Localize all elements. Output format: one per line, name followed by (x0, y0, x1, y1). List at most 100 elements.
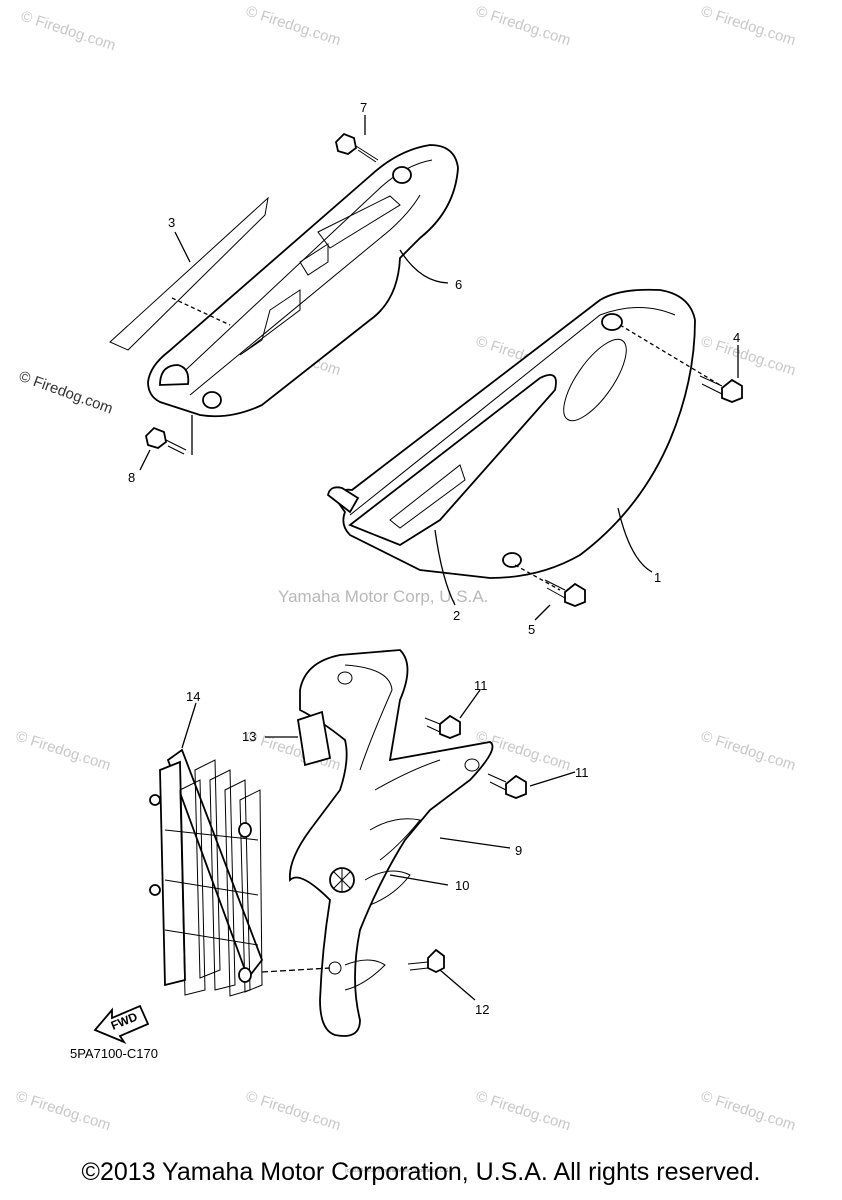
louver-crossbar (164, 829, 259, 946)
bolt-head-shape (439, 714, 461, 739)
louver-mount (149, 884, 161, 896)
side-cover-cutout (239, 289, 301, 356)
leader-line (171, 297, 231, 326)
decal-3-shape (109, 196, 269, 351)
bolt-shaft (407, 961, 429, 971)
guard-hole (464, 758, 480, 772)
radiator-guard-9-shape (288, 649, 494, 1037)
side-cover-1-recess (563, 338, 627, 422)
leader-line (514, 564, 561, 591)
watermark-text: © Firedog.com (474, 3, 573, 50)
bolt-shaft (424, 717, 441, 733)
callout-5: 5 (528, 622, 535, 637)
bolt-5 (544, 579, 586, 607)
leader-line (534, 604, 551, 621)
grommet-shape (502, 552, 522, 568)
leader-line (529, 771, 576, 787)
bolt-12 (407, 948, 445, 974)
leader-line (399, 249, 449, 284)
watermark-text: © Firedog.com (699, 1088, 798, 1135)
leader-line (617, 507, 653, 573)
side-cover-inner-edge (189, 194, 421, 396)
decal-2-logo (389, 464, 466, 529)
callout-13: 13 (242, 729, 256, 744)
guard-flame-graphic (369, 818, 421, 861)
louver-blade (179, 779, 206, 996)
leader-line (139, 449, 151, 471)
watermark-text: © Firedog.com (244, 3, 343, 50)
bolt-head-shape (335, 132, 357, 155)
pad-13-shape (296, 710, 332, 767)
decal-2-shape (348, 374, 557, 547)
watermark-text: © Firedog.com (474, 1088, 573, 1135)
callout-10: 10 (455, 878, 469, 893)
side-cover-right-assembly (327, 288, 743, 621)
grommet-shape (202, 391, 222, 409)
callout-1: 1 (654, 570, 661, 585)
callout-2: 2 (453, 608, 460, 623)
side-cover-logo-plate (317, 195, 401, 249)
callout-3: 3 (168, 215, 175, 230)
bolt-11-upper (424, 714, 461, 739)
callout-9: 9 (515, 843, 522, 858)
bolt-11-lower (487, 773, 527, 799)
radiator-guard-assembly (149, 649, 576, 1037)
watermark-text: © Firedog.com (244, 1088, 343, 1135)
louver-mount (149, 794, 161, 806)
leader-line (439, 969, 476, 1001)
guard-flame-graphic (344, 664, 393, 771)
bolt-shaft (355, 145, 379, 163)
guard-hole (337, 671, 353, 685)
part-code: 5PA7100-C170 (70, 1046, 158, 1061)
watermark-text: © Firedog.com (14, 1088, 113, 1135)
callout-12: 12 (475, 1002, 489, 1017)
callout-11: 11 (474, 678, 488, 693)
bolt-shaft (699, 375, 723, 395)
louver-mount (238, 822, 252, 838)
leader-line (619, 324, 721, 386)
bolt-shaft (165, 439, 187, 455)
bolt-head-shape (564, 582, 586, 607)
callout-7: 7 (360, 100, 367, 115)
bolt-head-shape (427, 948, 445, 974)
side-cover-6-shape (147, 144, 459, 418)
leader-line (181, 702, 197, 749)
watermark-text: © Firedog.com (19, 8, 118, 55)
grommet-shape (392, 166, 412, 184)
louver-mount (238, 967, 252, 983)
side-cover-hook (159, 364, 190, 386)
louver-blade (239, 789, 263, 993)
callout-4: 4 (733, 330, 740, 345)
watermark-text: © Firedog.com (699, 728, 798, 775)
louver-frame (159, 760, 186, 987)
side-cover-slot (299, 243, 329, 276)
emblem-10-detail (333, 868, 351, 892)
leader-line (459, 689, 481, 719)
callout-14: 14 (186, 689, 200, 704)
callout-6: 6 (455, 277, 462, 292)
leader-line (261, 967, 331, 973)
leader-line (174, 231, 191, 263)
bolt-4 (699, 375, 743, 403)
watermark-text: © Firedog.com (699, 333, 798, 380)
side-cover-1-tab (327, 486, 360, 514)
guard-flame-graphic (344, 959, 386, 991)
louver-blade (194, 759, 221, 979)
watermark-main: Yamaha Motor Corp, U.S.A. (278, 587, 488, 606)
watermark-site-label: © Firedog.com (17, 368, 115, 418)
louver-blade (209, 769, 236, 991)
callout-11: 11 (575, 765, 589, 780)
side-cover-1-edge (349, 307, 676, 516)
watermark-text: © Firedog.com (14, 728, 113, 775)
callout-8: 8 (128, 470, 135, 485)
guard-flame-graphic (374, 759, 441, 791)
footer-copyright: ©2013 Yamaha Motor Corporation, U.S.A. A… (81, 1158, 761, 1186)
guard-flame-graphic (364, 870, 411, 906)
bolt-8 (145, 426, 187, 455)
bolt-7 (335, 132, 379, 163)
watermark-text: © Firedog.com (699, 3, 798, 50)
side-cover-left-assembly (109, 115, 459, 471)
bolt-head-shape (505, 774, 527, 799)
grommet-shape (601, 313, 623, 331)
